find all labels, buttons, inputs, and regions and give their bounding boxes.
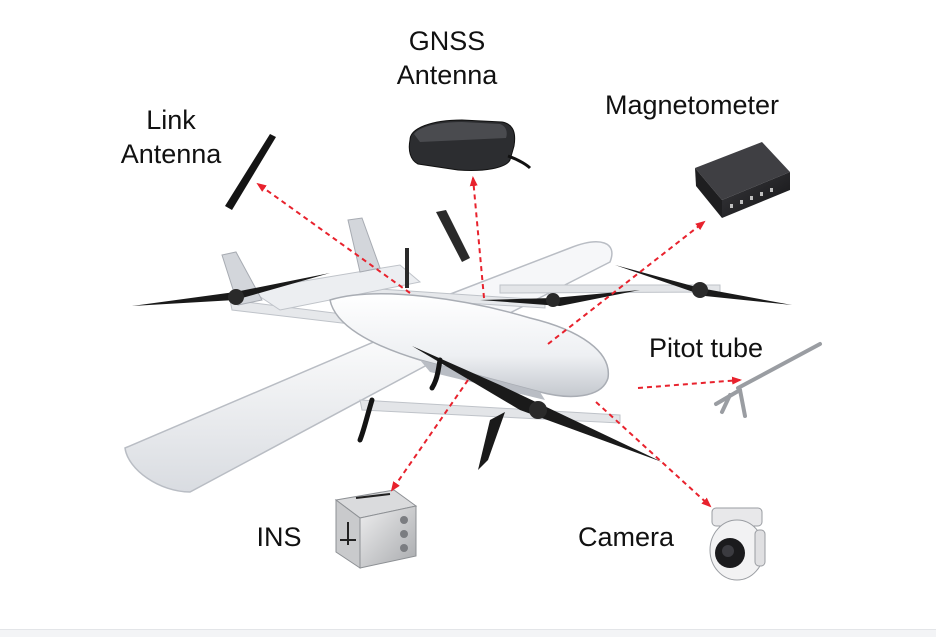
camera-device xyxy=(709,507,766,581)
gnss-label-line2: Antenna xyxy=(396,60,498,90)
gnss-label-line1: GNSS xyxy=(408,26,486,56)
ins-device xyxy=(334,489,418,569)
pointer-arrows xyxy=(256,176,742,508)
magnetometer-label: Magnetometer xyxy=(604,90,780,120)
front-boom xyxy=(359,399,621,424)
lower-propeller-blade xyxy=(478,412,505,470)
camera-label: Camera xyxy=(577,522,675,552)
dorsal-antenna-stub xyxy=(405,248,409,288)
link-label-line2: Antenna xyxy=(120,139,222,169)
front-right-motor xyxy=(692,282,708,298)
arrow-to-ins xyxy=(390,379,469,492)
ins-label: INS xyxy=(256,522,302,552)
landing-gear xyxy=(357,357,443,443)
propellers xyxy=(132,265,792,470)
arrow-to-link-antenna xyxy=(256,182,411,294)
right-vertical-fin xyxy=(347,217,381,273)
left-wing xyxy=(124,317,472,493)
center-right-propeller xyxy=(480,290,640,306)
magnetometer-device xyxy=(695,142,790,218)
front-left-motor xyxy=(529,401,547,419)
mast-antenna xyxy=(436,210,470,262)
pitot-tube-label: Pitot tube xyxy=(648,333,764,363)
rear-left-motor xyxy=(228,289,244,305)
link-label-line1: Link xyxy=(146,105,196,135)
pitot-tube-device xyxy=(714,342,822,418)
center-right-motor xyxy=(546,293,560,307)
bottom-border xyxy=(0,629,936,637)
horizontal-tail xyxy=(248,264,422,311)
fuselage xyxy=(329,293,609,398)
arrow-to-magnetometer xyxy=(547,220,706,345)
link-antenna-device xyxy=(225,134,276,210)
gnss-antenna-label: GNSS Antenna xyxy=(372,24,522,92)
arrow-to-gnss-antenna xyxy=(469,176,485,299)
arrow-to-camera xyxy=(595,401,712,508)
gnss-antenna-device xyxy=(408,119,532,171)
vtol-drone xyxy=(124,210,792,493)
arrow-to-pitot-tube xyxy=(637,376,742,389)
link-antenna-label: Link Antenna xyxy=(96,103,246,171)
